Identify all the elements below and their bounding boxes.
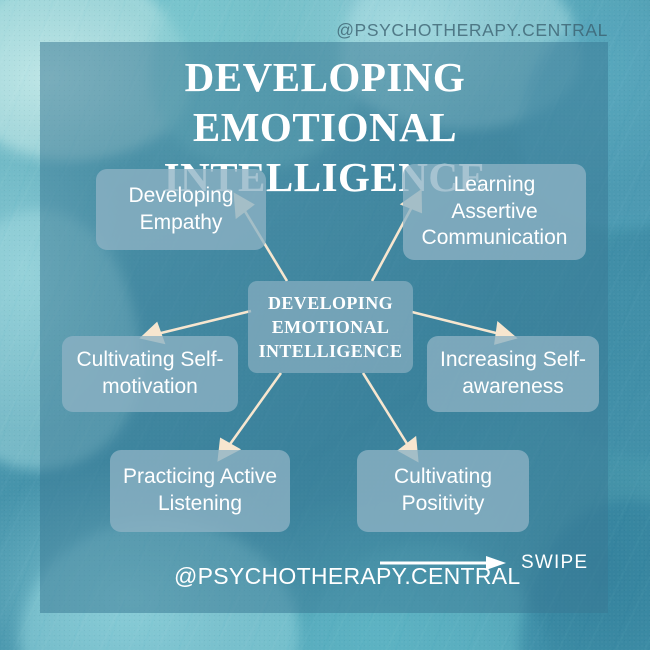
node-learning-assertive-communication[interactable]: Learning Assertive Communication <box>403 164 586 260</box>
node-cultivating-self-motivation[interactable]: Cultivating Self-motivation <box>62 336 238 412</box>
center-node-line-1: DEVELOPING <box>267 292 394 313</box>
swipe-label: SWIPE <box>521 552 589 573</box>
top-watermark: @PSYCHOTHERAPY.CENTRAL <box>336 20 608 40</box>
center-node-line-2: EMOTIONAL <box>271 316 390 337</box>
page-title-line-1: DEVELOPING EMOTIONAL <box>184 54 466 151</box>
swipe-arrow-icon <box>380 556 506 570</box>
node-developing-empathy[interactable]: Developing Empathy <box>96 169 266 250</box>
node-cultivating-positivity[interactable]: Cultivating Positivity <box>357 450 529 532</box>
node-increasing-self-awareness[interactable]: Increasing Self-awareness <box>427 336 599 412</box>
node-practicing-active-listening[interactable]: Practicing Active Listening <box>110 450 290 532</box>
bottom-handle: @PSYCHOTHERAPY.CENTRAL <box>174 563 521 589</box>
center-node-line-3: INTELLIGENCE <box>258 341 403 362</box>
node-center-developing-emotional-intelligence[interactable]: DEVELOPING EMOTIONAL INTELLIGENCE <box>248 281 413 373</box>
